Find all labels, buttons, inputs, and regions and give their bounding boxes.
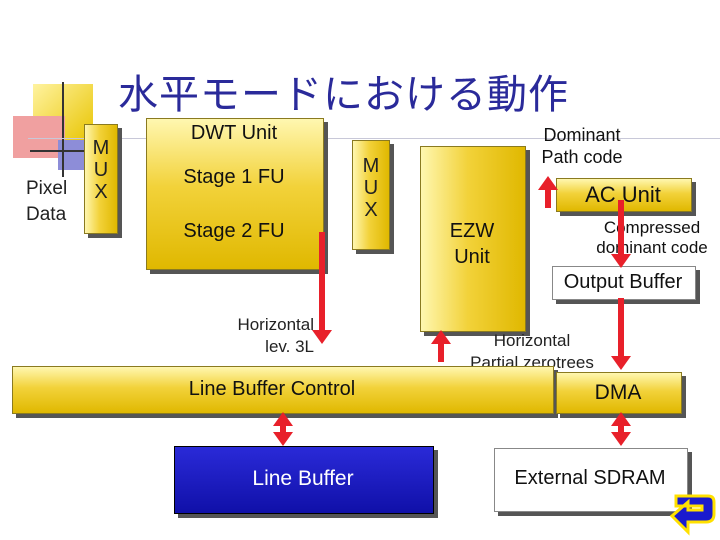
arrow-output-dma-shaft — [618, 298, 624, 358]
compressed-line2: dominant code — [596, 238, 708, 257]
logo-vertical-line — [62, 82, 64, 177]
title-divider — [28, 138, 720, 139]
arrow-linebuffer-up-head — [273, 412, 293, 426]
ezw-line2: Unit — [454, 246, 490, 268]
horizontal-lev-line1: Horizontal — [237, 315, 314, 334]
arrow-output-dma-head — [611, 356, 631, 370]
arrow-linebuffer-up-shaft — [280, 424, 286, 434]
mux-right-u: U — [363, 177, 379, 199]
arrow-sdram-up-shaft — [618, 424, 624, 434]
arrow-sdram-up-head — [611, 412, 631, 426]
mux-left-u: U — [93, 159, 109, 181]
arrow-ezw-up-shaft — [438, 342, 444, 362]
compressed-label: Compressed dominant code — [584, 218, 720, 258]
slide-title: 水平モードにおける動作 — [118, 72, 569, 118]
arrow-ac-down-head — [611, 254, 631, 268]
mux-left-m: M — [92, 137, 110, 159]
dwt-unit-label: DWT Unit — [190, 122, 278, 144]
logo-horizontal-line — [30, 150, 100, 152]
arrow-ezw-up-head — [431, 330, 451, 344]
ezw-unit — [420, 146, 526, 332]
arrow-dwt-down-shaft — [319, 232, 325, 332]
ac-unit — [556, 178, 692, 212]
mux-right: M U X — [352, 140, 390, 250]
output-buffer-label: Output Buffer — [563, 271, 683, 293]
dma — [556, 372, 682, 414]
compressed-line1: Compressed — [603, 218, 701, 237]
horizontal-partial-line1: Horizontal — [493, 331, 571, 350]
pixel-data-label: Pixel Data — [26, 176, 67, 228]
external-sdram — [494, 448, 688, 512]
mux-right-x: X — [364, 199, 378, 221]
line-buffer-control — [12, 366, 554, 414]
external-sdram-label: External SDRAM — [514, 467, 666, 489]
pixel-data-line1: Pixel — [26, 178, 68, 199]
pixel-data-line2: Data — [26, 204, 67, 225]
return-arrow-icon — [669, 494, 716, 536]
arrow-dwt-down-head — [312, 330, 332, 344]
line-buffer-label: Line Buffer — [252, 467, 354, 490]
arrow-dominant-up-shaft — [545, 188, 551, 208]
mux-left-x: X — [94, 181, 108, 203]
dominant-path-label: Dominant Path code — [524, 124, 640, 168]
mux-left: M U X — [84, 124, 118, 234]
dominant-line1: Dominant — [543, 125, 621, 145]
stage2-fu-label: Stage 2 FU — [183, 220, 285, 242]
arrow-sdram-down-head — [611, 432, 631, 446]
ezw-unit-label: EZW Unit — [420, 218, 524, 270]
line-buffer — [174, 446, 434, 514]
dominant-line2: Path code — [541, 147, 623, 167]
line-buffer-control-label: Line Buffer Control — [188, 378, 356, 400]
stage1-fu-label: Stage 1 FU — [183, 166, 285, 188]
ezw-line1: EZW — [449, 220, 495, 242]
dma-label: DMA — [594, 381, 642, 404]
arrow-dominant-up-head — [538, 176, 558, 190]
horizontal-lev-line2: lev. 3L — [265, 337, 314, 356]
mux-right-m: M — [362, 155, 380, 177]
arrow-ac-down-shaft — [618, 200, 624, 262]
arrow-linebuffer-down-head — [273, 432, 293, 446]
horizontal-lev-label: Horizontal lev. 3L — [210, 314, 314, 358]
dwt-unit — [146, 118, 324, 270]
